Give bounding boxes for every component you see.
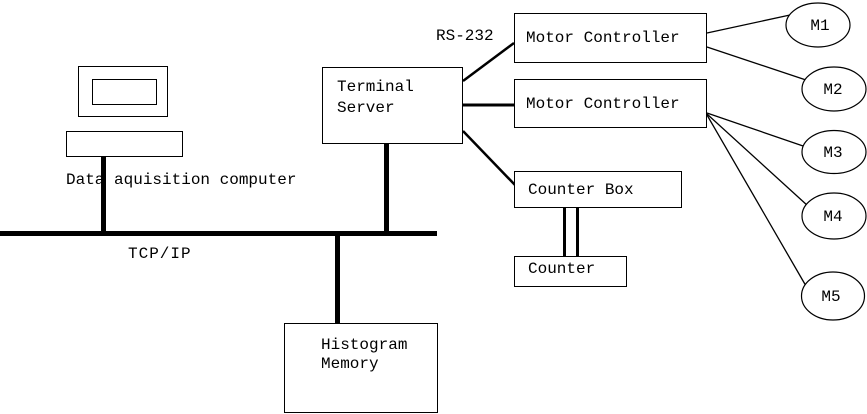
motor-m5-ellipse: [800, 271, 866, 321]
ts-to-counterbox-line: [462, 130, 516, 186]
tcpip-bus-line: [0, 231, 437, 236]
motor-controller-2-node: Motor Controller: [514, 79, 707, 128]
mc2-to-m4-line: [706, 113, 809, 207]
motor-m2-ellipse: [801, 66, 867, 112]
counter-node: Counter: [514, 256, 627, 287]
counter-box-node: Counter Box: [514, 171, 682, 208]
terminal-server-label-line1: Terminal: [337, 78, 414, 96]
mc2-to-m5-line: [706, 114, 807, 287]
bus-to-histogram-line: [335, 234, 340, 324]
computer-label: Data aquisition computer: [66, 171, 297, 189]
histogram-memory-node: Histogram Memory: [284, 323, 438, 413]
mc1-to-m1-line: [706, 14, 791, 34]
mc2-to-m3-line: [706, 112, 807, 148]
terminal-server-label-line2: Server: [337, 99, 395, 117]
counter-label: Counter: [528, 260, 596, 278]
terminal-server-to-bus-line: [384, 143, 389, 233]
counterbox-counter-link-left: [563, 207, 566, 258]
counterbox-counter-link-right: [576, 207, 579, 258]
motor-m2-label: M2: [823, 81, 843, 99]
motor-m3-label: M3: [823, 144, 843, 162]
motor-m4-ellipse: [801, 192, 867, 240]
computer-screen-icon: [92, 79, 157, 105]
mc1-to-m2-line: [706, 46, 807, 81]
counter-box-label: Counter Box: [528, 180, 634, 199]
histogram-memory-label-line1: Histogram: [321, 336, 408, 354]
motor-m3-ellipse: [801, 129, 867, 175]
tcpip-label: TCP/IP: [128, 245, 192, 263]
rs232-label: RS-232: [436, 27, 494, 45]
motor-m1-ellipse: [785, 2, 851, 48]
histogram-memory-label-line2: Memory: [321, 355, 379, 373]
motor-m4-label: M4: [823, 208, 843, 226]
computer-keyboard-icon: [66, 131, 183, 157]
motor-controller-2-label: Motor Controller: [526, 94, 680, 113]
motor-controller-1-label: Motor Controller: [526, 29, 680, 47]
computer-to-bus-line: [101, 156, 106, 233]
motor-m1-label: M1: [810, 17, 830, 35]
ts-to-mc1-line: [462, 41, 515, 83]
motor-controller-1-node: Motor Controller: [514, 13, 707, 63]
motor-m5-label: M5: [821, 288, 841, 306]
terminal-server-node: Terminal Server: [322, 67, 463, 144]
